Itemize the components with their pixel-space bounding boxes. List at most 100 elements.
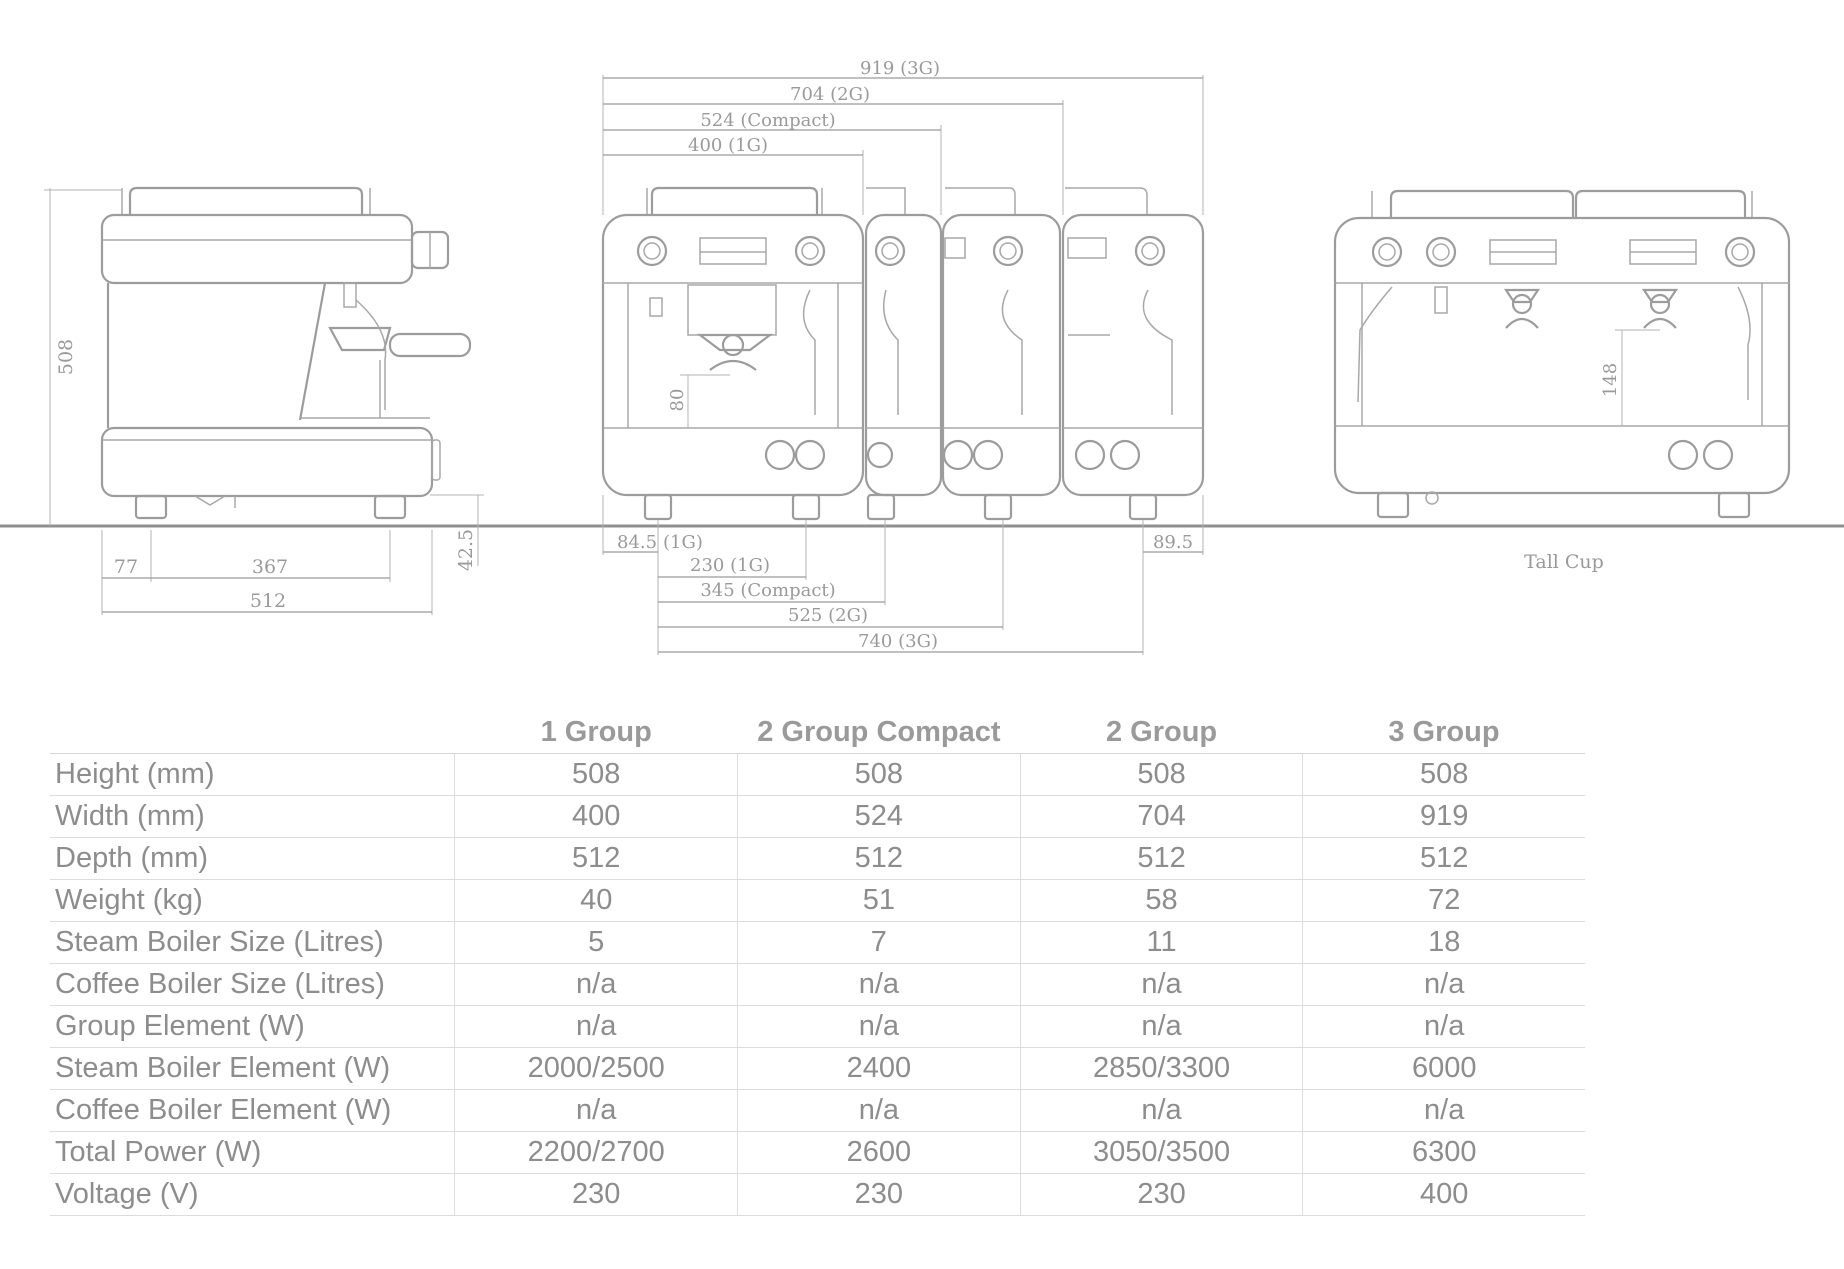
row-label: Depth (mm)	[50, 837, 455, 880]
table-cell: 5	[454, 921, 738, 964]
dim-side-height: 508	[55, 339, 77, 375]
tall-cup-caption: Tall Cup	[1524, 551, 1604, 573]
table-cell: n/a	[1302, 1005, 1585, 1048]
dim-side-mid: 367	[252, 556, 288, 578]
dim-feet-3g: 740 (3G)	[858, 631, 938, 652]
table-cell: 230	[1019, 1173, 1303, 1216]
dim-feet-1g: 230 (1G)	[690, 555, 770, 576]
dim-side-front: 77	[114, 556, 138, 578]
side-view-dimensions: 508 42.5 77 367 512	[44, 188, 484, 615]
row-label: Height (mm)	[50, 753, 455, 796]
table-cell: n/a	[1019, 1089, 1303, 1132]
table-cell: 2600	[737, 1131, 1021, 1174]
row-label: Weight (kg)	[50, 879, 455, 922]
table-cell: 919	[1302, 795, 1585, 838]
row-label: Coffee Boiler Element (W)	[50, 1089, 455, 1132]
table-cell: 230	[454, 1173, 738, 1216]
dim-tall-cup-height: 148	[1600, 363, 1621, 397]
table-cell: 2400	[737, 1047, 1021, 1090]
dim-width-3g: 919 (3G)	[860, 58, 940, 79]
table-cell: 58	[1019, 879, 1303, 922]
table-cell: 512	[1019, 837, 1303, 880]
table-cell: 508	[737, 753, 1021, 796]
dim-left-offset-label: (1G)	[663, 532, 703, 553]
table-cell: n/a	[737, 1005, 1021, 1048]
dim-foot-height: 42.5	[455, 529, 477, 571]
table-cell: n/a	[737, 963, 1021, 1006]
tall-cup-machine	[1333, 189, 1791, 519]
table-cell: n/a	[1019, 1005, 1303, 1048]
table-cell: 18	[1302, 921, 1585, 964]
dim-width-1g: 400 (1G)	[688, 135, 768, 156]
table-header-1-group: 1 Group	[454, 697, 738, 754]
tall-cup-dimensions: 148 Tall Cup	[1524, 329, 1660, 573]
table-cell: 508	[454, 753, 738, 796]
row-label: Width (mm)	[50, 795, 455, 838]
table-cell: 3050/3500	[1019, 1131, 1303, 1174]
table-cell: 512	[737, 837, 1021, 880]
row-label: Voltage (V)	[50, 1173, 455, 1216]
table-cell: 704	[1019, 795, 1303, 838]
dim-cup-height: 80	[667, 389, 688, 412]
table-cell: 51	[737, 879, 1021, 922]
row-label: Steam Boiler Size (Litres)	[50, 921, 455, 964]
dim-width-compact: 524 (Compact)	[700, 110, 835, 131]
dim-side-total: 512	[250, 590, 286, 612]
table-cell: 508	[1302, 753, 1585, 796]
table-cell: 230	[737, 1173, 1021, 1216]
table-cell: n/a	[1302, 963, 1585, 1006]
row-label: Total Power (W)	[50, 1131, 455, 1174]
front-view-dimensions: 919 (3G) 704 (2G) 524 (Compact) 400 (1G)…	[602, 58, 1204, 655]
side-view-machine	[100, 186, 472, 520]
table-cell: n/a	[737, 1089, 1021, 1132]
table-cell: 11	[1019, 921, 1303, 964]
table-cell: 400	[454, 795, 738, 838]
table-cell: 6300	[1302, 1131, 1585, 1174]
dim-feet-compact: 345 (Compact)	[700, 580, 835, 601]
dim-left-offset: 84.5	[617, 532, 657, 553]
table-cell: 7	[737, 921, 1021, 964]
table-header-3-group: 3 Group	[1302, 697, 1585, 754]
table-header-2-group: 2 Group	[1020, 697, 1303, 754]
row-label: Coffee Boiler Size (Litres)	[50, 963, 455, 1006]
table-cell: 6000	[1302, 1047, 1585, 1090]
table-cell: n/a	[1019, 963, 1303, 1006]
dim-width-2g: 704 (2G)	[790, 84, 870, 105]
row-label: Group Element (W)	[50, 1005, 455, 1048]
table-cell: 2200/2700	[454, 1131, 738, 1174]
spec-table: 1 Group 2 Group Compact 2 Group 3 Group …	[50, 697, 1585, 1216]
dim-right-offset: 89.5	[1153, 532, 1193, 553]
table-cell: n/a	[454, 1089, 738, 1132]
table-header-2-group-compact: 2 Group Compact	[737, 697, 1021, 754]
front-view-machines	[601, 186, 1205, 521]
table-header-row: 1 Group 2 Group Compact 2 Group 3 Group	[50, 697, 1585, 754]
table-cell: 40	[454, 879, 738, 922]
row-label: Steam Boiler Element (W)	[50, 1047, 455, 1090]
table-cell: 512	[454, 837, 738, 880]
table-cell: 2850/3300	[1019, 1047, 1303, 1090]
table-header-blank	[50, 697, 455, 754]
table-cell: 508	[1019, 753, 1303, 796]
table-cell: n/a	[1302, 1089, 1585, 1132]
table-cell: 524	[737, 795, 1021, 838]
table-cell: 512	[1302, 837, 1585, 880]
dim-feet-2g: 525 (2G)	[788, 605, 868, 626]
table-cell: 2000/2500	[454, 1047, 738, 1090]
technical-drawing: 508 42.5 77 367 512	[0, 58, 1844, 655]
table-cell: n/a	[454, 963, 738, 1006]
table-cell: n/a	[454, 1005, 738, 1048]
table-cell: 72	[1302, 879, 1585, 922]
table-cell: 400	[1302, 1173, 1585, 1216]
